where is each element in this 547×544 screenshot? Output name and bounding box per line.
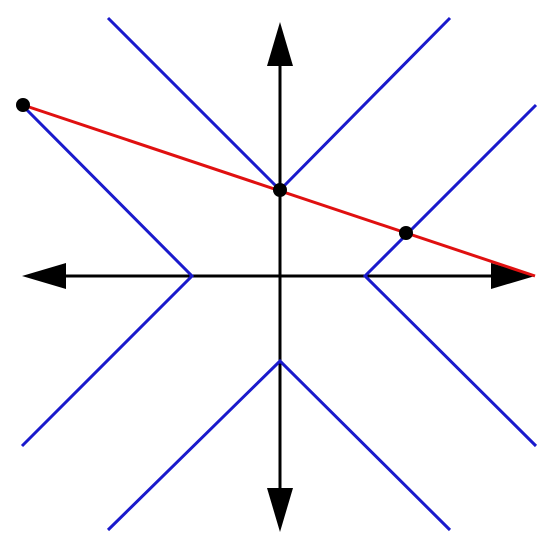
y-axis xyxy=(267,22,293,532)
right-curve-intersection xyxy=(399,226,413,240)
x-axis-left-arrowhead xyxy=(22,263,66,289)
right-v-curve xyxy=(362,103,538,448)
x-axis-right-arrowhead xyxy=(491,263,535,289)
x-axis xyxy=(22,263,535,289)
left-v-curve xyxy=(20,103,195,448)
y-axis-bottom-arrowhead xyxy=(267,488,293,532)
y-axis-intersection xyxy=(273,183,287,197)
points xyxy=(16,98,413,240)
y-axis-top-arrowhead xyxy=(267,22,293,66)
lower-v-curve xyxy=(106,358,452,532)
left-endpoint xyxy=(16,98,30,112)
